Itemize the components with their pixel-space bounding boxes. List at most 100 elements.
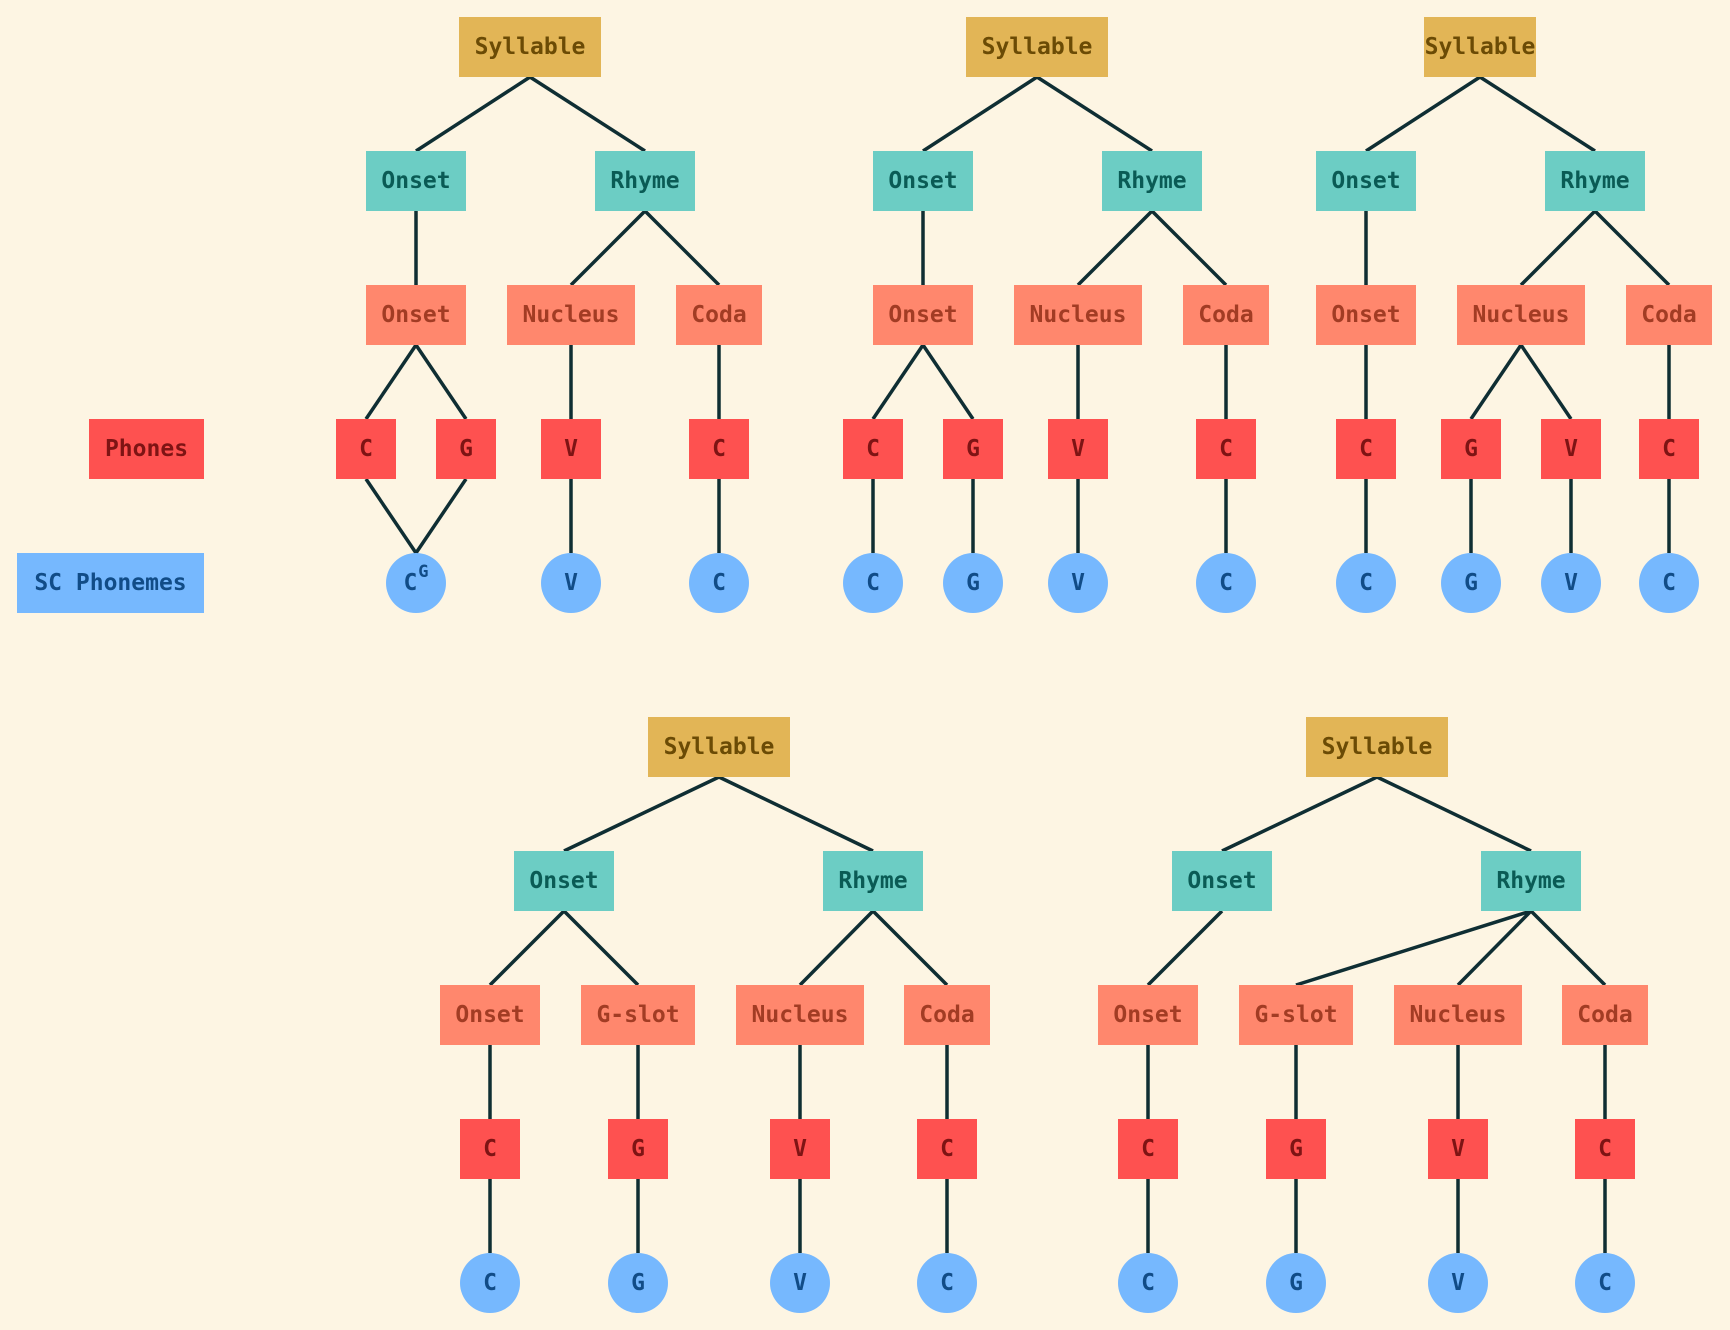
tree-1-edge-s-on bbox=[415, 75, 531, 153]
tree-3-edge-nu-p2 bbox=[1469, 344, 1523, 420]
node-label: G bbox=[966, 436, 980, 462]
tree-2-edge-on2-p1 bbox=[871, 344, 925, 420]
node-label: C bbox=[1219, 570, 1233, 596]
tree-4-node-on2: Onset bbox=[440, 985, 540, 1045]
tree-2-node-f4: C bbox=[1196, 553, 1256, 613]
node-label: C bbox=[483, 1270, 497, 1296]
node-label: V bbox=[1451, 1136, 1465, 1162]
tree-1-node-s: Syllable bbox=[459, 17, 601, 77]
node-label: C bbox=[940, 1136, 954, 1162]
node-label: C bbox=[940, 1270, 954, 1296]
tree-5-node-on: Onset bbox=[1172, 851, 1272, 911]
node-label: G bbox=[1464, 436, 1478, 462]
tree-5-node-f3: V bbox=[1428, 1253, 1488, 1313]
tree-1-node-nu: Nucleus bbox=[507, 285, 635, 345]
node-label: Onset bbox=[888, 168, 958, 194]
legend-phones: Phones bbox=[89, 419, 204, 479]
tree-2-edge-rh-co bbox=[1150, 209, 1228, 287]
node-label: V bbox=[564, 570, 578, 596]
tree-2-edge-on2-p2 bbox=[921, 344, 975, 420]
node-label: C bbox=[1598, 1270, 1612, 1296]
node-label: C bbox=[712, 436, 726, 462]
node-label: V bbox=[1451, 1270, 1465, 1296]
legend-sc-phonemes: SC Phonemes bbox=[17, 553, 204, 613]
tree-5-edge-rh-co bbox=[1529, 909, 1607, 987]
tree-2-node-f2: G bbox=[943, 553, 1003, 613]
node-label: Coda bbox=[1577, 1002, 1633, 1028]
tree-3-node-rh: Rhyme bbox=[1545, 151, 1645, 211]
tree-4-edge-rh-co bbox=[871, 909, 949, 987]
node-label: Syllable bbox=[1424, 34, 1536, 60]
tree-4-node-p3: V bbox=[770, 1119, 830, 1179]
tree-4-node-s: Syllable bbox=[648, 717, 790, 777]
node-label: C bbox=[1598, 1136, 1612, 1162]
tree-1-node-on2: Onset bbox=[366, 285, 466, 345]
tree-3-node-on: Onset bbox=[1316, 151, 1416, 211]
node-label: G bbox=[1289, 1270, 1303, 1296]
tree-1-edge-p1-f1 bbox=[364, 478, 418, 554]
tree-4-node-f1: C bbox=[460, 1253, 520, 1313]
tree-3-node-p3: V bbox=[1541, 419, 1601, 479]
node-label: C bbox=[359, 436, 373, 462]
tree-5-edge-rh-nu bbox=[1456, 909, 1533, 987]
node-label: C bbox=[866, 436, 880, 462]
node-label: Rhyme bbox=[838, 868, 908, 894]
tree-4-node-gs: G-slot bbox=[581, 985, 695, 1045]
tree-2-node-p4: C bbox=[1196, 419, 1256, 479]
node-label: C bbox=[1141, 1270, 1155, 1296]
tree-2-node-p1: C bbox=[843, 419, 903, 479]
node-label: Nucleus bbox=[1409, 1002, 1507, 1028]
tree-2-node-f1: C bbox=[843, 553, 903, 613]
node-label: C bbox=[866, 570, 880, 596]
node-label: G bbox=[1464, 570, 1478, 596]
tree-5-node-co: Coda bbox=[1562, 985, 1648, 1045]
tree-1-node-p1: C bbox=[336, 419, 396, 479]
tree-5-edge-s-rh bbox=[1376, 775, 1532, 853]
node-label: V bbox=[564, 436, 578, 462]
tree-2-node-co: Coda bbox=[1183, 285, 1269, 345]
node-label: G bbox=[966, 570, 980, 596]
node-label: Onset bbox=[1187, 868, 1257, 894]
node-label: G bbox=[631, 1270, 645, 1296]
node-label: Syllable bbox=[981, 34, 1093, 60]
tree-2-node-rh: Rhyme bbox=[1102, 151, 1202, 211]
tree-3-edge-rh-co bbox=[1593, 209, 1671, 287]
node-label: C bbox=[1359, 570, 1373, 596]
tree-2-node-p3: V bbox=[1048, 419, 1108, 479]
node-label: Coda bbox=[919, 1002, 975, 1028]
node-label: V bbox=[793, 1136, 807, 1162]
node-label: Rhyme bbox=[1496, 868, 1566, 894]
tree-3-edge-nu-p3 bbox=[1519, 344, 1573, 420]
tree-4-edge-rh-nu bbox=[798, 909, 875, 987]
node-label: C bbox=[403, 570, 418, 596]
tree-2-node-p2: G bbox=[943, 419, 1003, 479]
tree-2-node-on2: Onset bbox=[873, 285, 973, 345]
tree-3-node-p2: G bbox=[1441, 419, 1501, 479]
node-label: Syllable bbox=[1321, 734, 1433, 760]
node-label: C bbox=[1219, 436, 1233, 462]
tree-3-node-f3: V bbox=[1541, 553, 1601, 613]
node-label: G bbox=[1289, 1136, 1303, 1162]
tree-2-edge-s-rh bbox=[1036, 75, 1153, 153]
node-label: Onset bbox=[1331, 302, 1401, 328]
node-label: G bbox=[631, 1136, 645, 1162]
tree-5-node-p2: G bbox=[1266, 1119, 1326, 1179]
tree-5-edge-on-on2 bbox=[1146, 909, 1224, 987]
tree-5-edge-rh-gs bbox=[1295, 909, 1532, 987]
tree-4-node-co: Coda bbox=[904, 985, 990, 1045]
node-label: C bbox=[1662, 436, 1676, 462]
node-label: Onset bbox=[381, 168, 451, 194]
tree-4-node-nu: Nucleus bbox=[736, 985, 864, 1045]
tree-4-node-on: Onset bbox=[514, 851, 614, 911]
tree-1-node-co: Coda bbox=[676, 285, 762, 345]
tree-2-node-s: Syllable bbox=[966, 17, 1108, 77]
node-label: Onset bbox=[455, 1002, 525, 1028]
node-label: Nucleus bbox=[1472, 302, 1570, 328]
tree-5-node-f4: C bbox=[1575, 1253, 1635, 1313]
node-label: V bbox=[1564, 570, 1578, 596]
node-label: Onset bbox=[529, 868, 599, 894]
tree-2-node-on: Onset bbox=[873, 151, 973, 211]
tree-3-node-p4: C bbox=[1639, 419, 1699, 479]
node-label: Rhyme bbox=[1117, 168, 1187, 194]
